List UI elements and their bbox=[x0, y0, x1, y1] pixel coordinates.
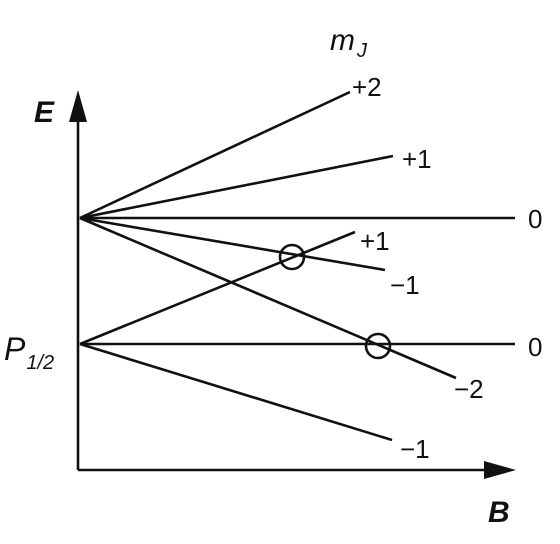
x-axis-arrow bbox=[484, 461, 516, 479]
x-axis-label: B bbox=[488, 496, 510, 529]
level-label: P1/2 bbox=[4, 331, 54, 374]
label-lower-minus1: −1 bbox=[400, 434, 430, 464]
y-axis-label: E bbox=[34, 96, 55, 129]
crossing-circle-2 bbox=[364, 332, 392, 360]
lower-line-plus1 bbox=[79, 230, 356, 346]
label-lower-zero: 0 bbox=[528, 332, 542, 362]
y-axis-arrow bbox=[69, 90, 87, 122]
label-upper-plus1: +1 bbox=[402, 144, 432, 174]
label-upper-minus1: −1 bbox=[390, 270, 420, 300]
lower-line-minus1 bbox=[79, 342, 393, 442]
upper-line-minus1 bbox=[79, 216, 386, 272]
crossing-circle-1 bbox=[278, 243, 306, 271]
label-upper-zero: 0 bbox=[528, 204, 542, 234]
upper-line-plus2 bbox=[79, 90, 351, 220]
upper-line-minus2 bbox=[79, 216, 457, 380]
upper-line-plus1 bbox=[79, 154, 394, 220]
label-upper-plus2: +2 bbox=[352, 72, 382, 102]
label-upper-minus2: −2 bbox=[454, 374, 484, 404]
label-lower-plus1: +1 bbox=[360, 226, 390, 256]
